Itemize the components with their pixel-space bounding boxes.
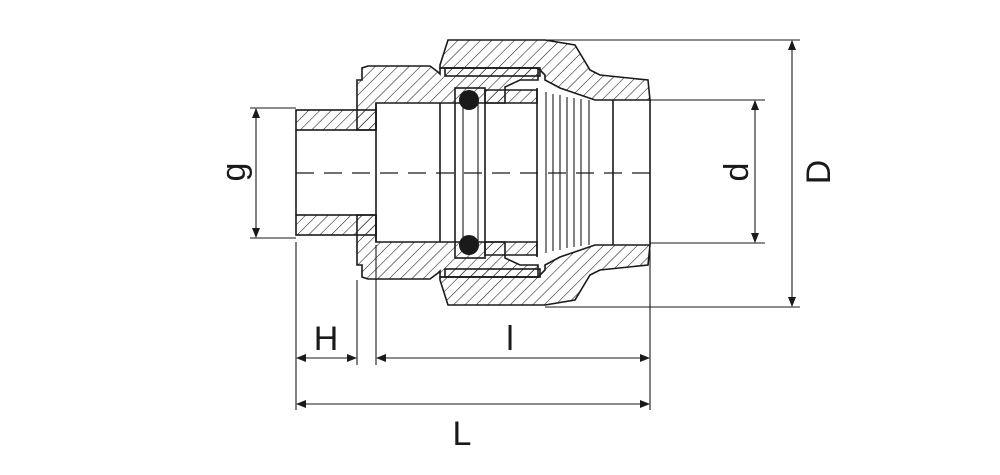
label-L: L <box>453 415 472 453</box>
extension-lines <box>250 39 800 410</box>
label-l: l <box>506 320 514 358</box>
label-D: D <box>800 160 838 185</box>
o-ring <box>454 87 486 259</box>
label-H: H <box>314 320 339 358</box>
label-g: g <box>215 163 253 182</box>
label-d: d <box>718 163 756 182</box>
